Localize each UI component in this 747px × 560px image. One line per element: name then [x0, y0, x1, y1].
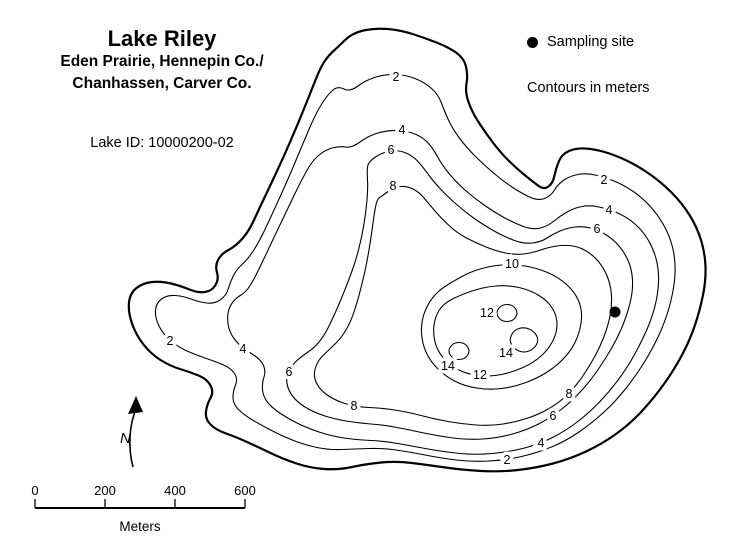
contour-line-12m [496, 303, 518, 323]
contour-depth-label-halo: 14 [499, 346, 513, 360]
contour-depth-label: 8 [390, 179, 397, 193]
contour-depth-label: 4 [240, 342, 247, 356]
contour-line-8m [313, 185, 613, 426]
contour-depth-label: 8 [566, 387, 573, 401]
contour-depth-label: 6 [388, 143, 395, 157]
contour-line-14m [448, 341, 470, 361]
scale-bar-tick-label: 200 [94, 483, 116, 498]
contour-line-12m [433, 285, 558, 377]
contour-depth-label-halo: 10 [505, 257, 519, 271]
scale-bar-tick-label: 0 [31, 483, 38, 498]
contour-depth-label-halo: 12 [480, 306, 494, 320]
contours-note: Contours in meters [527, 80, 650, 96]
sampling-site-dot-icon [527, 36, 538, 48]
map-subtitle-line1: Eden Prairie, Hennepin Co./ [60, 53, 264, 71]
contour-depth-label: 6 [550, 409, 557, 423]
legend: Sampling site Contours in meters [527, 34, 650, 96]
contour-depth-label: 2 [393, 70, 400, 84]
lake-id: Lake ID: 10000200-02 [90, 134, 234, 151]
contour-depth-label: 4 [538, 436, 545, 450]
contour-lines [127, 27, 707, 473]
map-subtitle-line2: Chanhassen, Carver Co. [72, 74, 252, 92]
scale-bar-tick-label: 400 [164, 483, 186, 498]
contour-depth-label: 14 [441, 359, 455, 373]
contour-line-6m [286, 150, 634, 440]
sampling-site-label: Sampling site [547, 34, 635, 50]
scale-bar-unit-label: Meters [119, 519, 161, 534]
contour-depth-label: 14 [499, 346, 513, 360]
legend-sampling-row: Sampling site [527, 34, 650, 50]
north-arrow-head-icon [128, 396, 143, 414]
scale-bar-tick-label: 600 [234, 483, 256, 498]
title-block: Lake Riley Eden Prairie, Hennepin Co./ C… [36, 26, 288, 151]
contour-depth-label-halo: 12 [473, 368, 487, 382]
shoreline [127, 27, 707, 473]
contour-depth-label: 12 [480, 306, 494, 320]
contour-line-2m [154, 73, 676, 462]
contour-depth-label-halo: 14 [441, 359, 455, 373]
contour-line-10m [420, 264, 583, 390]
contour-depth-label: 6 [286, 365, 293, 379]
north-arrow: N [120, 396, 143, 468]
contour-depth-label: 6 [594, 222, 601, 236]
north-arrow-shaft [129, 408, 137, 468]
north-label: N [120, 430, 131, 447]
sampling-site-marker [609, 306, 621, 318]
contour-depth-label: 8 [351, 399, 358, 413]
contour-depth-label: 2 [601, 173, 608, 187]
contour-depth-label: 2 [167, 334, 174, 348]
contour-depth-label: 10 [505, 257, 519, 271]
contour-line-4m [227, 129, 660, 455]
contour-depth-label: 4 [399, 123, 406, 137]
contour-depth-label: 2 [504, 453, 511, 467]
contour-depth-label: 4 [606, 203, 613, 217]
map-title: Lake Riley [107, 26, 217, 51]
contour-line-14m [509, 327, 539, 353]
contour-depth-label: 12 [473, 368, 487, 382]
